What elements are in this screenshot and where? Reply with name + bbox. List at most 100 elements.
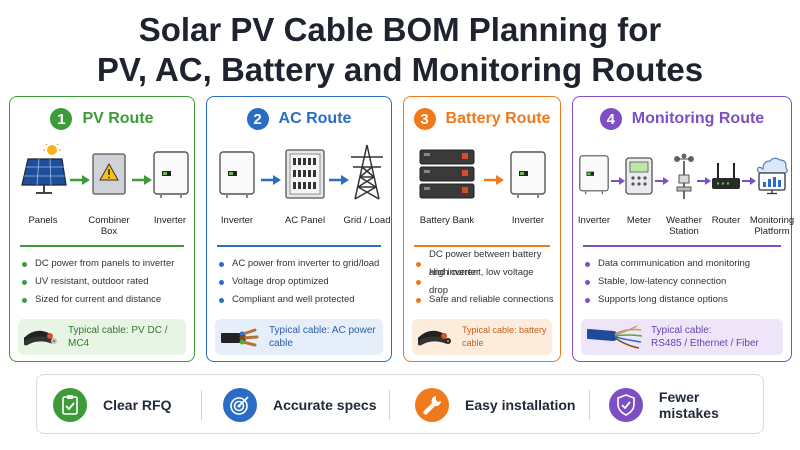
benefit-label: Clear RFQ — [103, 397, 172, 413]
battery-route-card: 3 Battery Route Battery Bank Inverter DC… — [403, 96, 561, 362]
arrow-right-icon — [329, 175, 349, 185]
divider — [583, 245, 781, 247]
benefits-bar: Clear RFQ Accurate specs Easy installati… — [36, 374, 764, 434]
device-label: Meter — [626, 215, 652, 226]
bullet-item: AC power from inverter to grid/load — [219, 255, 385, 273]
device-label: Panels — [28, 215, 58, 226]
device-label: Combiner Box — [88, 215, 130, 237]
monitoring-route-card: 4 Monitoring Route Inverter Meter Weathe… — [572, 96, 794, 362]
inverter-icon — [510, 151, 546, 199]
divider — [20, 245, 184, 247]
route-title: AC Route — [278, 110, 352, 127]
cable-type-text: Typical cable: AC power cable — [269, 325, 376, 349]
battery-bank-icon — [418, 147, 476, 201]
transmission-tower-icon — [347, 143, 387, 201]
cable-icon — [221, 328, 259, 347]
route-number-badge: 3 — [413, 108, 436, 130]
route-number-badge: 4 — [599, 108, 622, 130]
cable-icon — [24, 330, 57, 346]
target-icon — [223, 388, 257, 422]
inverter-icon — [153, 151, 189, 199]
ac-route-header: 2 AC Route — [207, 107, 391, 131]
device-label: Router — [711, 215, 741, 226]
device-label: Inverter — [511, 215, 545, 226]
title-line-1: Solar PV Cable BOM Planning for — [138, 11, 662, 48]
bullet-item: Sized for current and distance — [22, 291, 188, 309]
arrow-right-icon — [132, 175, 152, 185]
battery-route-header: 3 Battery Route — [404, 107, 560, 131]
router-icon — [711, 161, 741, 193]
device-label: Monitoring Platform — [749, 215, 795, 237]
benefit-clear-rfq: Clear RFQ — [53, 388, 171, 422]
typical-cable-box: Typical cable: PV DC / MC4 — [18, 319, 186, 355]
cable-type-text: Typical cable: battery cable — [462, 325, 547, 348]
arrow-right-icon — [611, 177, 625, 185]
divider — [414, 245, 550, 247]
route-number-badge: 1 — [50, 108, 73, 130]
device-label: Weather Station — [666, 215, 702, 237]
bullet-item: Safe and reliable connections — [416, 291, 554, 309]
combiner-box-icon — [92, 153, 126, 195]
inverter-icon — [219, 151, 255, 199]
bullet-item: High current, low voltage drop — [416, 267, 554, 296]
bullet-item: UV resistant, outdoor rated — [22, 273, 188, 291]
arrow-right-icon — [484, 175, 504, 185]
clipboard-check-icon — [53, 388, 87, 422]
shield-check-icon — [609, 388, 643, 422]
monitoring-route-header: 4 Monitoring Route — [573, 107, 791, 131]
route-bullets: DC power from panels to inverter UV resi… — [22, 255, 188, 309]
device-label: Inverter — [153, 215, 187, 226]
typical-cable-box: Typical cable: AC power cable — [215, 319, 383, 355]
route-bullets: DC power between battery and inverter Hi… — [416, 249, 554, 309]
divider — [201, 390, 202, 420]
arrow-right-icon — [70, 175, 90, 185]
ac-panel-icon — [285, 149, 325, 199]
title-line-2: PV, AC, Battery and Monitoring Routes — [96, 51, 704, 88]
bullet-item: Data communication and monitoring — [585, 255, 785, 273]
benefit-label: Fewer mistakes — [658, 389, 719, 421]
wrench-icon — [415, 388, 449, 422]
divider — [389, 390, 390, 420]
cable-icon — [587, 325, 643, 349]
cable-icon — [418, 330, 451, 346]
arrow-right-icon — [655, 177, 669, 185]
bullet-item: Compliant and well protected — [219, 291, 385, 309]
pv-route-card: 1 PV Route Panels Combi — [9, 96, 195, 362]
benefit-accurate-specs: Accurate specs — [223, 388, 377, 422]
benefit-fewer-mistakes: Fewer mistakes — [609, 388, 763, 422]
weather-station-icon — [671, 153, 697, 199]
arrow-right-icon — [697, 177, 711, 185]
cable-type-text: Typical cable: PV DC / MC4 — [68, 325, 168, 349]
arrow-right-icon — [742, 177, 756, 185]
ac-route-card: 2 AC Route Inverter AC Panel — [206, 96, 392, 362]
arrow-right-icon — [261, 175, 281, 185]
pv-route-header: 1 PV Route — [10, 107, 194, 131]
benefit-easy-installation: Easy installation — [415, 388, 575, 422]
device-label: AC Panel — [284, 215, 326, 226]
divider — [589, 390, 590, 420]
bullet-item: Voltage drop optimized — [219, 273, 385, 291]
page-title: Solar PV Cable BOM Planning for PV, AC, … — [0, 10, 800, 90]
divider — [217, 245, 381, 247]
bullet-item: DC power from panels to inverter — [22, 255, 188, 273]
route-title: Monitoring Route — [631, 110, 765, 127]
route-title: PV Route — [82, 110, 154, 127]
inverter-icon — [579, 155, 609, 195]
device-label: Battery Bank — [419, 215, 475, 226]
typical-cable-box: Typical cable: battery cable — [412, 319, 552, 355]
bullet-item: DC power between battery and inverter — [416, 249, 554, 278]
cable-type-text-2: RS485 / Ethernet / Fiber — [651, 338, 759, 349]
meter-icon — [625, 157, 653, 195]
bullet-item: Stable, low-latency connection — [585, 273, 785, 291]
cloud-monitoring-icon — [755, 155, 789, 195]
device-label: Grid / Load — [343, 215, 391, 226]
route-title: Battery Route — [445, 110, 551, 127]
route-number-badge: 2 — [246, 108, 269, 130]
benefit-label: Accurate specs — [273, 397, 377, 413]
route-bullets: AC power from inverter to grid/load Volt… — [219, 255, 385, 309]
solar-panel-icon — [18, 143, 68, 195]
route-bullets: Data communication and monitoring Stable… — [585, 255, 785, 309]
device-label: Inverter — [577, 215, 611, 226]
device-label: Inverter — [220, 215, 254, 226]
cable-type-text: Typical cable: — [651, 325, 712, 336]
